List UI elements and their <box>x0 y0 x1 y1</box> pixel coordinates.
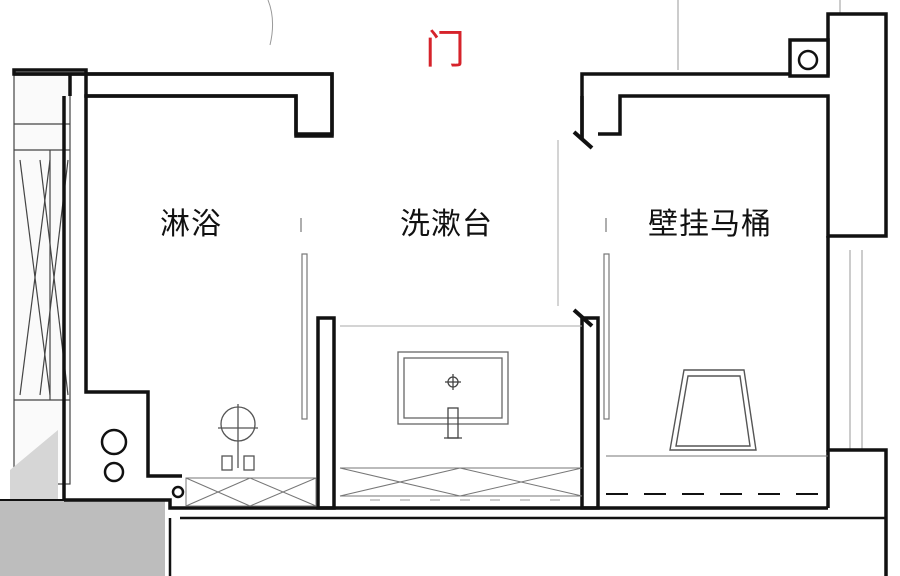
floor-slab <box>0 430 165 576</box>
walls <box>12 12 888 576</box>
door-swing-lines <box>340 140 582 327</box>
pipe-shaft <box>100 428 185 499</box>
basin-floor-strip <box>339 467 583 501</box>
shower-floor-strip <box>185 477 317 507</box>
left-window <box>13 73 71 485</box>
basin-tap-icon <box>444 407 462 439</box>
room-label-basin: 洗漱台 <box>400 207 493 242</box>
basin-mirror <box>397 351 509 425</box>
shower-valve-icon <box>218 404 258 471</box>
shower-glass-screen <box>300 218 308 420</box>
construction-lines <box>267 0 863 450</box>
crosshair-drain-icon <box>445 374 461 390</box>
room-label-toilet: 壁挂马桶 <box>648 207 772 242</box>
toilet-floor-strip <box>606 455 828 495</box>
toilet-glass-screen <box>603 218 610 420</box>
wall-hung-toilet-icon <box>669 369 757 451</box>
pipe-circle-icon <box>797 49 819 71</box>
room-label-shower: 淋浴 <box>160 207 222 242</box>
door-label: 门 <box>425 27 466 73</box>
door-hinge-marks <box>572 130 594 328</box>
